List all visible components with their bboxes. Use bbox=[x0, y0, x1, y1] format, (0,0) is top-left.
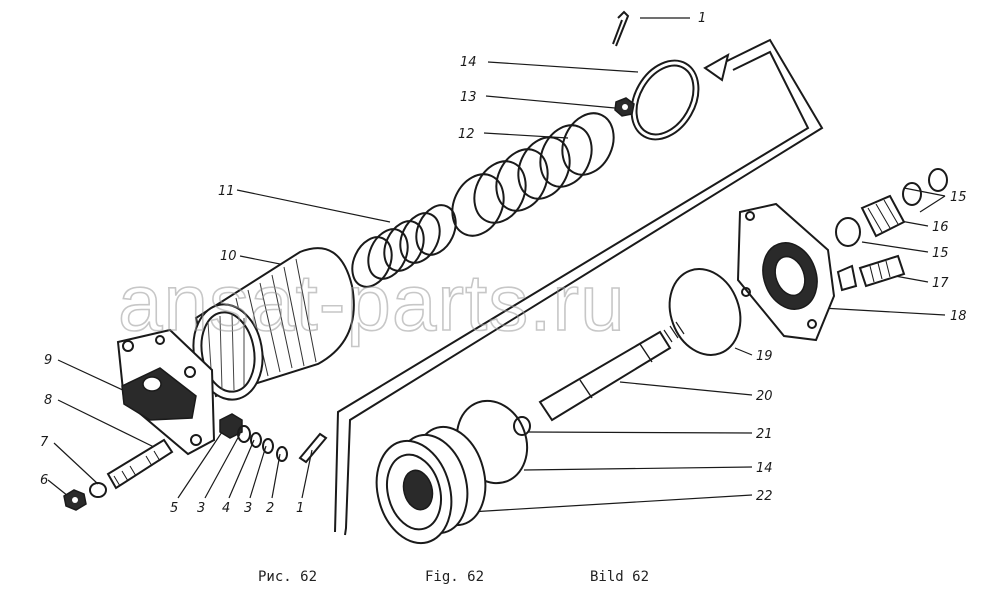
leader-14-bottom bbox=[523, 466, 753, 471]
caption-russian: Рис. 62 bbox=[258, 569, 317, 585]
washer-7 bbox=[89, 482, 107, 498]
leader-18 bbox=[821, 307, 946, 316]
leader-lines bbox=[47, 17, 946, 513]
seal-15c bbox=[835, 217, 861, 247]
callout-2: 2 bbox=[266, 501, 274, 516]
callout-10: 10 bbox=[220, 249, 237, 264]
watermark-text: ansat-parts.ru bbox=[118, 258, 626, 347]
callout-6: 6 bbox=[40, 473, 48, 488]
callout-21: 21 bbox=[756, 427, 773, 442]
callout-3b: 3 bbox=[244, 501, 252, 516]
threaded-plug-17 bbox=[858, 254, 906, 288]
seal-15b bbox=[902, 182, 922, 206]
callout-12: 12 bbox=[458, 127, 475, 142]
callout-18: 18 bbox=[950, 309, 967, 324]
caption-english: Fig. 62 bbox=[425, 569, 484, 585]
piston-rod bbox=[538, 321, 685, 422]
leader-3b bbox=[249, 445, 267, 499]
end-cover bbox=[736, 202, 836, 342]
callout-14-top: 14 bbox=[460, 55, 477, 70]
washer-3b bbox=[262, 438, 274, 454]
small-hardware-stack bbox=[219, 413, 288, 462]
flow-line-inner bbox=[334, 50, 810, 533]
nut-5 bbox=[219, 413, 243, 439]
leader-4 bbox=[228, 439, 255, 499]
piston-22 bbox=[375, 425, 487, 545]
leader-20 bbox=[619, 381, 753, 396]
small-nut bbox=[614, 97, 635, 117]
assembly-flow-arrow bbox=[334, 38, 824, 536]
leader-2 bbox=[271, 453, 281, 499]
callout-4: 4 bbox=[222, 501, 230, 516]
leader-15a bbox=[903, 187, 946, 197]
leader-21 bbox=[527, 431, 753, 434]
ball-21 bbox=[513, 416, 531, 436]
right-small-parts bbox=[835, 168, 948, 292]
callout-16: 16 bbox=[932, 220, 949, 235]
mounting-flange bbox=[116, 328, 216, 456]
callout-numbers: 1 14 13 12 11 10 9 8 7 6 5 3 4 3 2 1 15 … bbox=[40, 11, 967, 516]
washer-3a bbox=[237, 425, 251, 443]
leader-5 bbox=[177, 425, 227, 499]
leader-13 bbox=[485, 95, 616, 109]
figure-captions: Рис. 62 Fig. 62 Bild 62 bbox=[258, 569, 649, 585]
nut-6 bbox=[63, 489, 87, 511]
seal-15a bbox=[928, 168, 948, 192]
large-spring bbox=[451, 112, 615, 237]
leader-11 bbox=[236, 189, 391, 223]
flow-line bbox=[344, 38, 824, 536]
callout-22: 22 bbox=[756, 489, 773, 504]
leader-6 bbox=[47, 479, 69, 497]
callout-14-bottom: 14 bbox=[756, 461, 773, 476]
callout-15a: 15 bbox=[950, 190, 967, 205]
callout-7: 7 bbox=[40, 435, 49, 450]
callout-19: 19 bbox=[756, 349, 773, 364]
washer-4 bbox=[250, 432, 262, 448]
callout-13: 13 bbox=[460, 90, 477, 105]
callout-20: 20 bbox=[756, 389, 773, 404]
cotter-pin-bottom bbox=[298, 432, 328, 464]
leader-14-top bbox=[487, 61, 639, 73]
callout-1-bottom: 1 bbox=[296, 501, 304, 516]
o-ring-top bbox=[630, 59, 700, 141]
washer-2 bbox=[276, 446, 288, 462]
leader-22 bbox=[469, 494, 753, 513]
small-spring bbox=[351, 204, 457, 288]
callout-3a: 3 bbox=[197, 501, 205, 516]
leader-19 bbox=[734, 347, 753, 356]
stud-bolt bbox=[106, 438, 174, 490]
leader-8 bbox=[57, 399, 161, 451]
callout-17: 17 bbox=[932, 276, 949, 291]
callout-11: 11 bbox=[218, 184, 235, 199]
callout-5: 5 bbox=[170, 501, 178, 516]
callout-9: 9 bbox=[44, 353, 52, 368]
cotter-pin-top bbox=[612, 10, 630, 47]
leader-7 bbox=[53, 442, 99, 485]
callout-1-top: 1 bbox=[698, 11, 706, 26]
callout-15b: 15 bbox=[932, 246, 949, 261]
leader-15c bbox=[861, 241, 929, 253]
o-ring-19 bbox=[668, 268, 742, 356]
leader-3a bbox=[204, 433, 241, 499]
leader-17 bbox=[894, 275, 929, 283]
flow-arrowhead bbox=[703, 52, 730, 82]
leader-15b bbox=[919, 195, 946, 213]
callout-8: 8 bbox=[44, 393, 52, 408]
caption-german: Bild 62 bbox=[590, 569, 649, 585]
